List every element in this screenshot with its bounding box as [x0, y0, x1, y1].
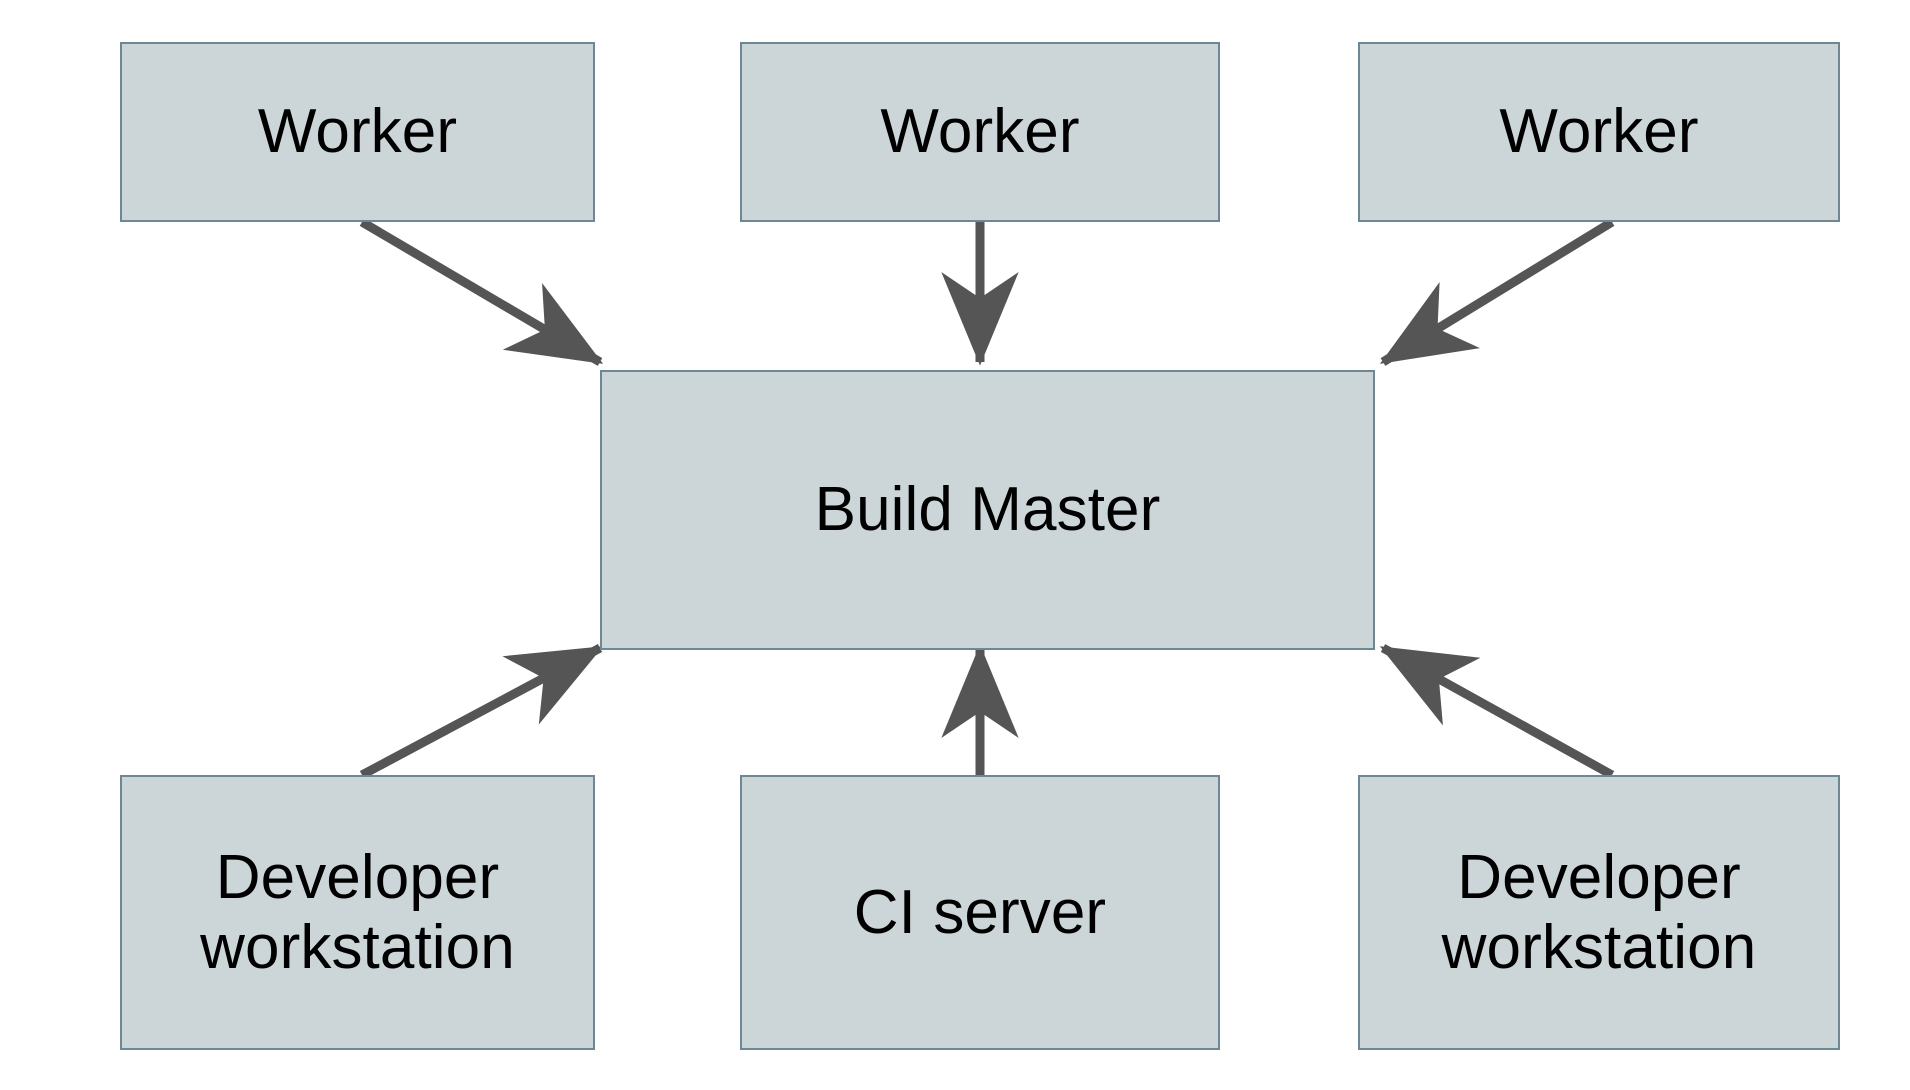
edge-worker-1-to-build-master: [359, 218, 604, 366]
node-worker-3-label: Worker: [1499, 97, 1699, 167]
node-dev-workstation-1-label: Developer workstation: [200, 843, 515, 982]
node-dev-workstation-1[interactable]: Developer workstation: [120, 775, 595, 1050]
node-worker-1[interactable]: Worker: [120, 42, 595, 222]
node-worker-2[interactable]: Worker: [740, 42, 1220, 222]
edge-dev-workstation-2-to-build-master: [1379, 644, 1615, 779]
node-worker-3[interactable]: Worker: [1358, 42, 1840, 222]
node-ci-server[interactable]: CI server: [740, 775, 1220, 1050]
node-dev-workstation-2-label: Developer workstation: [1441, 843, 1757, 982]
edge-dev-workstation-1-to-build-master: [359, 644, 604, 779]
edge-worker-3-to-build-master: [1379, 218, 1615, 366]
node-ci-server-label: CI server: [853, 877, 1107, 947]
node-build-master-label: Build Master: [814, 475, 1161, 545]
node-build-master[interactable]: Build Master: [600, 370, 1375, 650]
node-worker-2-label: Worker: [880, 97, 1080, 167]
node-dev-workstation-2[interactable]: Developer workstation: [1358, 775, 1840, 1050]
node-worker-1-label: Worker: [257, 97, 458, 167]
